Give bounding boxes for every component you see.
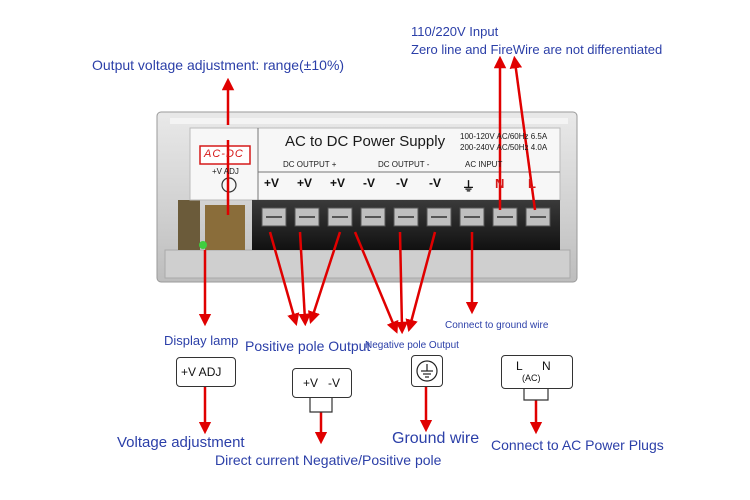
display-lamp-led (199, 241, 207, 249)
callout-arrows (198, 55, 543, 445)
symbol-adj: +V ADJ (176, 357, 236, 387)
input-label-line-2: Zero line and FireWire are not different… (411, 42, 663, 57)
ground-wire-label: Ground wire (392, 430, 480, 447)
arrow-pos-1 (268, 231, 300, 327)
device-dc-out-minus: DC OUTPUT - (378, 160, 430, 169)
symbol-ground (411, 355, 443, 387)
symbol-ac-l: L (516, 359, 523, 373)
terminal-label: +V (330, 176, 346, 190)
device-ac-input: AC INPUT (465, 160, 503, 169)
terminal-label: ⏚ (462, 179, 476, 194)
ac-plugs-label: Connect to AC Power Plugs (491, 437, 664, 453)
device-logo: AC-DC (204, 148, 244, 160)
symbol-dc-minus: -V (328, 376, 340, 390)
arrow-neg-2 (395, 231, 409, 335)
arrow-pos-3 (307, 231, 342, 324)
input-label-line-1: 110/220V Input (411, 24, 499, 39)
symbol-ac: L N (AC) (501, 355, 573, 389)
ground-icon (416, 360, 438, 382)
device-spec-2: 200-240V AC/50Hz 4.0A (460, 143, 548, 152)
terminal-label: L (528, 176, 536, 191)
terminal-label: -V (396, 176, 408, 190)
arrow-neg-3 (405, 231, 437, 333)
symbol-dc: +V -V (292, 368, 352, 398)
negative-output-label: Negative pole Output (365, 340, 459, 351)
arrow-l-input (509, 55, 537, 211)
terminal-label: N (495, 176, 505, 191)
symbol-adj-text: +V ADJ (181, 365, 222, 379)
device-adj-label: +V ADJ (212, 167, 239, 176)
terminal-screws (261, 207, 551, 227)
terminal-label: -V (363, 176, 375, 190)
positive-output-label: Positive pole Output (245, 338, 371, 354)
symbol-ac-n: N (542, 359, 551, 373)
device-title: AC to DC Power Supply (285, 133, 446, 150)
terminal-label: +V (297, 176, 313, 190)
terminal-label: -V (429, 176, 441, 190)
voltage-adjustment-label: Voltage adjustment (117, 434, 245, 451)
symbol-leads (309, 386, 549, 413)
device-spec-1: 100-120V AC/60Hz 6.5A (460, 132, 548, 141)
display-lamp-label: Display lamp (164, 333, 239, 348)
device-dc-out-plus: DC OUTPUT + (283, 160, 337, 169)
voltage-adj-range-label: Output voltage adjustment: range(±10%) (92, 57, 345, 73)
dc-pole-label: Direct current Negative/Positive pole (215, 452, 442, 468)
symbol-ac-sub: (AC) (522, 373, 541, 383)
terminal-label: +V (264, 176, 280, 190)
arrow-pos-2 (298, 231, 311, 327)
symbol-dc-plus: +V (303, 376, 319, 390)
ground-connect-label: Connect to ground wire (445, 320, 549, 331)
arrow-neg-1 (353, 231, 399, 334)
power-supply-unit (156, 111, 578, 283)
